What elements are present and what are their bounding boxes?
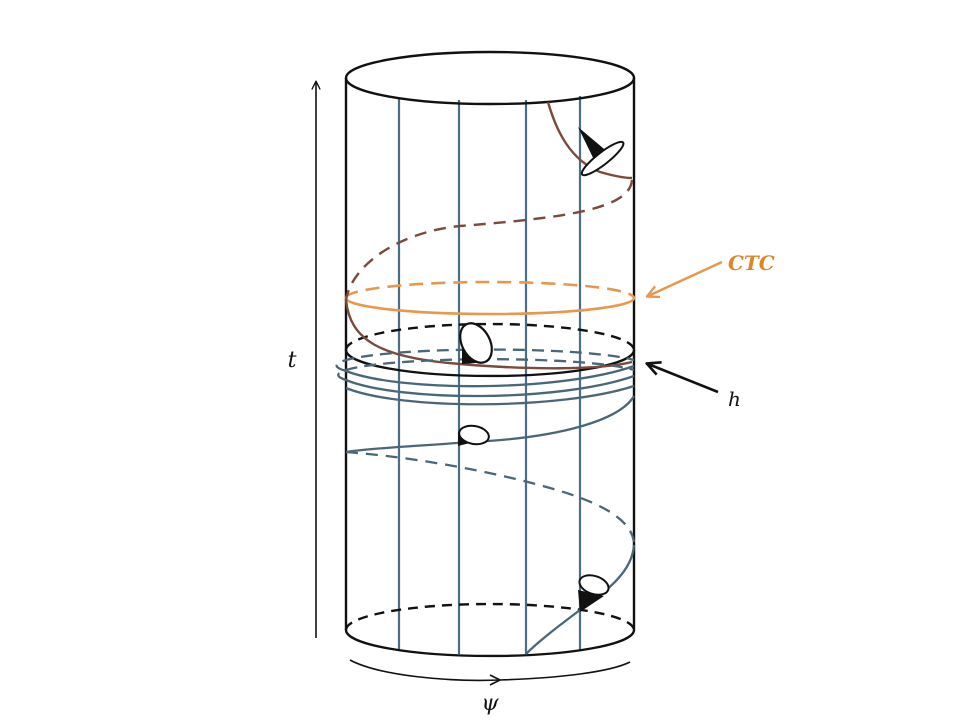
ctc-front	[344, 297, 636, 316]
blue-winding-solid-3	[345, 384, 635, 406]
horizon-label: h	[728, 387, 741, 411]
blue-winding-dashed-1	[335, 348, 635, 373]
blue-winding-solid-1	[345, 364, 635, 388]
cylinder-bottom-back-rim	[344, 602, 636, 631]
cylinder-top-rim	[344, 50, 636, 106]
blue-worldline	[335, 348, 636, 655]
horizon-back	[344, 322, 636, 351]
light-cones	[458, 127, 625, 612]
ctc-pointer-arrow	[648, 260, 723, 296]
horizon-ring	[344, 322, 636, 378]
ctc-ring	[344, 280, 636, 316]
brown-dashed	[344, 179, 634, 301]
cylinder-bottom-front-rim	[344, 629, 636, 658]
blue-winding-solid-2	[345, 374, 635, 398]
horizon-pointer-arrow	[648, 364, 719, 394]
horizon-front	[344, 349, 636, 378]
blue-descending-dashed	[345, 450, 636, 546]
brown-solid-bottom	[344, 299, 633, 370]
angle-arrow-head	[489, 674, 502, 686]
angle-axis-arrow	[349, 659, 631, 682]
brown-solid-top	[546, 101, 633, 180]
blue-winding-dashed-2	[337, 358, 635, 382]
brown-worldline	[344, 101, 634, 370]
cylinder	[344, 50, 636, 658]
light-cone-icon	[578, 127, 625, 177]
light-cone-icon	[578, 574, 610, 612]
time-axis-label: t	[288, 348, 297, 373]
ctc-back	[344, 280, 636, 299]
ctc-label: CTC	[728, 251, 775, 275]
light-cone-icon	[458, 424, 490, 446]
cylinder-generators	[397, 96, 582, 654]
angle-axis-label: ψ	[481, 691, 499, 716]
light-cone-icon	[459, 322, 493, 364]
